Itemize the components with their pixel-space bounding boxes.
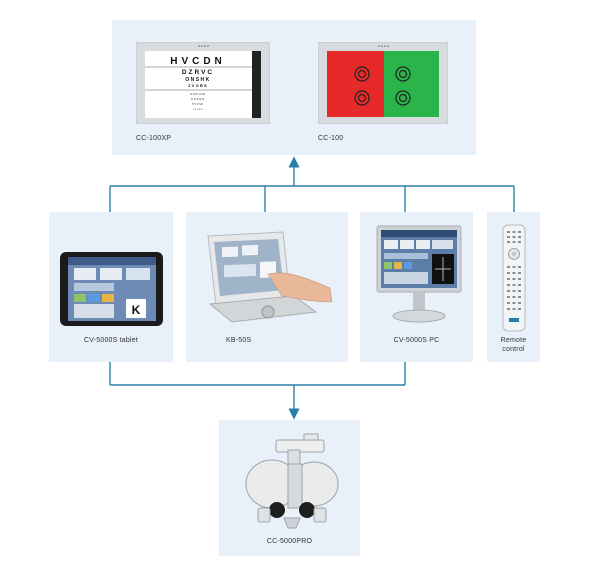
cc-100xp-monitor: HVCDN DZRVC ONSHK ZVORS CDKNR ODKNR HVOS… <box>136 42 270 124</box>
remote-control-panel: Remote control <box>487 212 540 362</box>
display-charts-panel: HVCDN DZRVC ONSHK ZVORS CDKNR ODKNR HVOS… <box>112 20 476 155</box>
snellen-row-4: ZVORS <box>188 83 208 88</box>
cv-5000s-tablet-label: CV-5000S tablet <box>84 337 138 344</box>
snellen-row-3: ONSHK <box>185 77 211 83</box>
cc-100-label: CC-100 <box>318 135 344 142</box>
kb-50s-device <box>207 231 333 323</box>
cv-5000s-pc-panel: CV-5000S PC <box>360 212 473 362</box>
cv-5000s-tablet-panel: K CV-5000S tablet <box>49 212 173 362</box>
kb-50s-label: KB-50S <box>226 337 252 344</box>
snellen-row-1: HVCDN <box>170 56 226 67</box>
pc-monitor-device <box>376 225 462 323</box>
snellen-row-2: DZRVC <box>182 69 214 76</box>
kb-50s-panel: KB-50S <box>186 212 348 362</box>
remote-control-label-line-1: Remote <box>500 337 527 344</box>
remote-control-device <box>502 224 526 332</box>
cc-5000pro-panel: CC-5000PRO <box>219 420 360 556</box>
phoropter-device <box>245 433 339 529</box>
cv-5000s-pc-label: CV-5000S PC <box>393 337 440 344</box>
cc-5000pro-label: CC-5000PRO <box>266 538 313 545</box>
cc-100-monitor <box>318 42 448 124</box>
tablet-device: K <box>60 252 163 326</box>
snellen-row-5: CDKNR <box>190 92 206 96</box>
snellen-row-7: HVOSK <box>192 104 204 106</box>
snellen-row-6: ODKNR <box>191 97 205 101</box>
cc-100xp-label: CC-100XP <box>136 135 172 142</box>
snellen-row-8: DCVSR <box>193 109 203 111</box>
remote-control-label-line-2: control <box>502 346 525 353</box>
tablet-tile-letter: K <box>132 303 141 317</box>
